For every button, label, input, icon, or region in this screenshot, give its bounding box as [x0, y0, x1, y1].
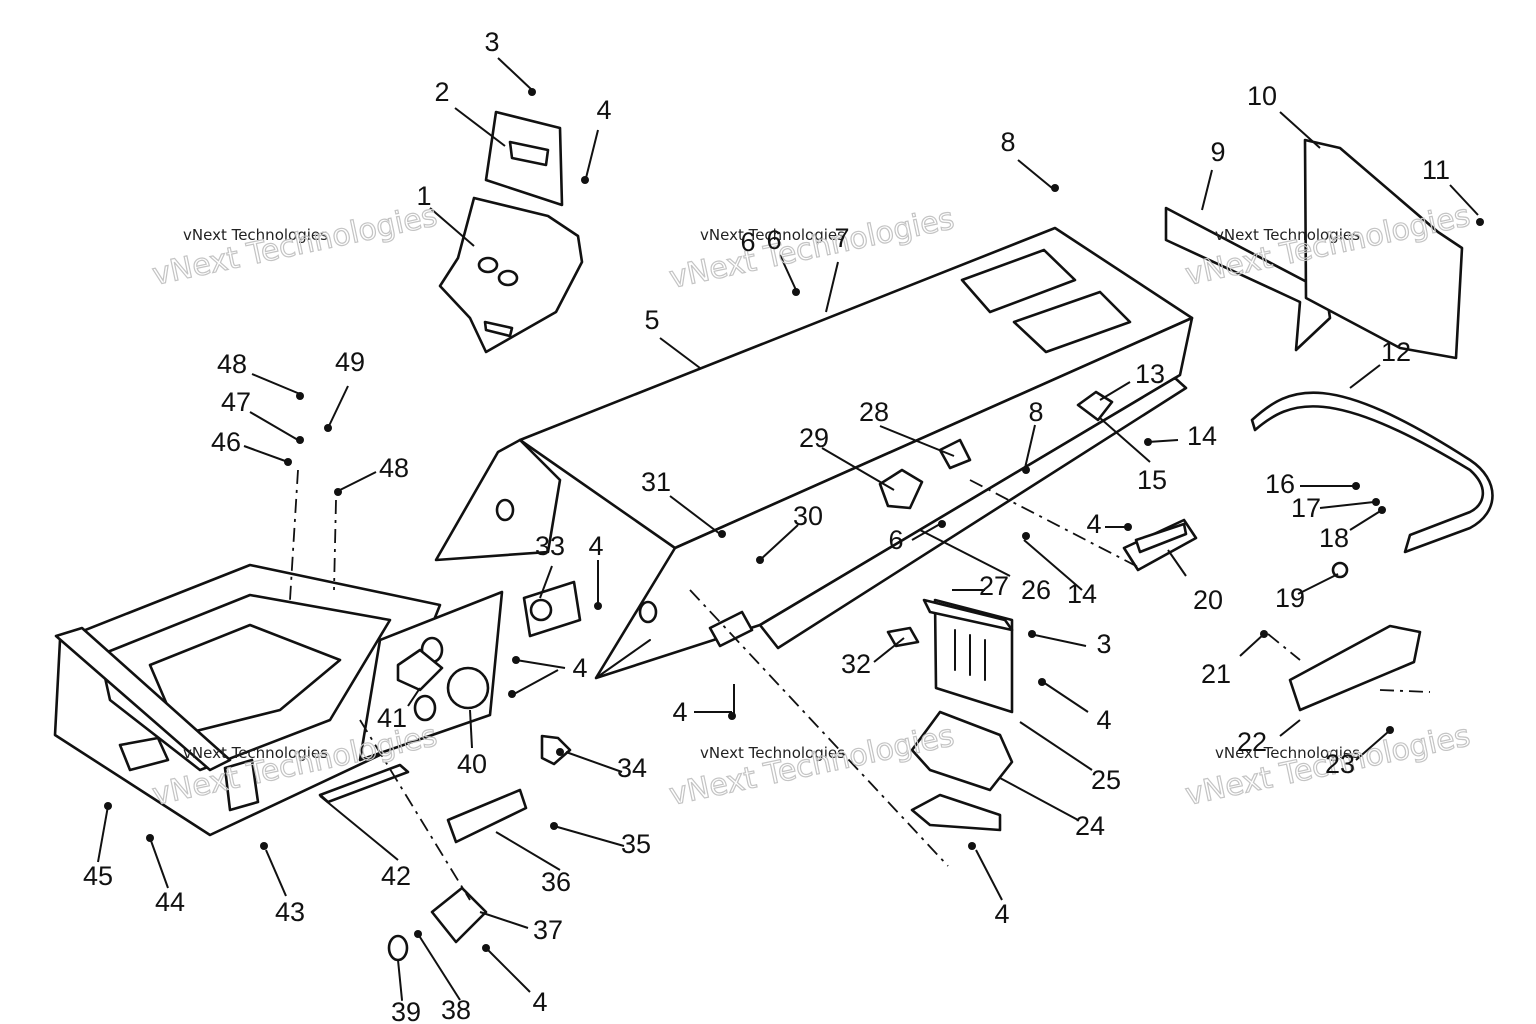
watermark-large-2: vNext Technologies: [666, 201, 957, 296]
callout-14: 14: [1187, 421, 1217, 451]
callout-40: 40: [457, 749, 487, 779]
callout-4-upper-front: 4: [588, 531, 603, 561]
fasteners: [104, 88, 1484, 952]
callout-labels: 1 2 3 4 5 6 7 8 9 10 11 12 13 14 15 16 1…: [83, 27, 1450, 1024]
callout-27: 27: [979, 571, 1009, 601]
callout-4: 4: [596, 95, 611, 125]
callout-4-lower-left: 4: [532, 987, 547, 1017]
watermark-small-4: vNext Technologies: [183, 744, 328, 762]
callout-9: 9: [1210, 137, 1225, 167]
callout-8: 8: [1000, 127, 1015, 157]
callout-21: 21: [1201, 659, 1231, 689]
callout-32: 32: [841, 649, 871, 679]
watermark-small-5: vNext Technologies: [700, 744, 845, 762]
leader-lines: [97, 57, 1479, 1001]
callout-19: 19: [1275, 583, 1305, 613]
callout-35: 35: [621, 829, 651, 859]
callout-44: 44: [155, 887, 185, 917]
callout-23: 23: [1325, 749, 1355, 779]
callout-25: 25: [1091, 765, 1121, 795]
callout-4-bracket: 4: [1096, 705, 1111, 735]
callout-34: 34: [617, 753, 647, 783]
watermark-large-5: vNext Technologies: [666, 718, 957, 813]
callout-2: 2: [434, 77, 449, 107]
callout-11: 11: [1422, 155, 1450, 185]
callout-49: 49: [335, 347, 365, 377]
watermark-large-1: vNext Technologies: [149, 198, 440, 293]
callout-6-middle: 6: [888, 525, 903, 555]
callout-38: 38: [441, 995, 471, 1024]
callout-17: 17: [1291, 493, 1321, 523]
callout-28: 28: [859, 397, 889, 427]
callout-3: 3: [484, 27, 499, 57]
callout-26: 26: [1021, 575, 1051, 605]
nose-pan: [53, 563, 504, 837]
callout-37: 37: [533, 915, 563, 945]
callout-4-front: 4: [572, 653, 587, 683]
callout-1: 1: [416, 181, 431, 211]
callout-6: 6: [766, 225, 781, 255]
callout-6-upper: 6: [740, 227, 755, 257]
callout-14-lower: 14: [1067, 579, 1097, 609]
assembly-lines: [289, 469, 1431, 901]
callout-48-upper: 48: [217, 349, 247, 379]
callout-20: 20: [1193, 585, 1223, 615]
callout-47: 47: [221, 387, 251, 417]
callout-24: 24: [1075, 811, 1105, 841]
callout-12: 12: [1381, 337, 1411, 367]
callout-29: 29: [799, 423, 829, 453]
callout-46: 46: [211, 427, 241, 457]
callout-41: 41: [377, 703, 407, 733]
callout-16: 16: [1265, 469, 1295, 499]
callout-45: 45: [83, 861, 113, 891]
watermark-small-3: vNext Technologies: [1215, 226, 1360, 244]
callout-4-center: 4: [672, 697, 687, 727]
callout-3-lower: 3: [1096, 629, 1111, 659]
callout-4-bottom: 4: [994, 899, 1009, 929]
callout-10: 10: [1247, 81, 1277, 111]
callout-5: 5: [644, 305, 659, 335]
callout-15: 15: [1137, 465, 1167, 495]
callout-13: 13: [1135, 359, 1165, 389]
callout-7: 7: [834, 223, 849, 253]
callout-18: 18: [1319, 523, 1349, 553]
callout-43: 43: [275, 897, 305, 927]
callout-22: 22: [1237, 727, 1267, 757]
callout-4-tunnel: 4: [1086, 509, 1101, 539]
callout-42: 42: [381, 861, 411, 891]
callout-39: 39: [391, 997, 421, 1024]
steering-bracket: [438, 110, 584, 354]
rear-components: [1164, 138, 1494, 554]
callout-8-middle: 8: [1028, 397, 1043, 427]
misc-brackets: [387, 561, 1422, 1001]
watermark-small-1: vNext Technologies: [183, 226, 328, 244]
callout-33: 33: [535, 531, 565, 561]
callout-48-lower: 48: [379, 453, 409, 483]
callout-30: 30: [793, 501, 823, 531]
callout-36: 36: [541, 867, 571, 897]
watermark-small-2: vNext Technologies: [700, 226, 845, 244]
callout-31: 31: [641, 467, 671, 497]
watermark-small-6: vNext Technologies: [1215, 744, 1360, 762]
